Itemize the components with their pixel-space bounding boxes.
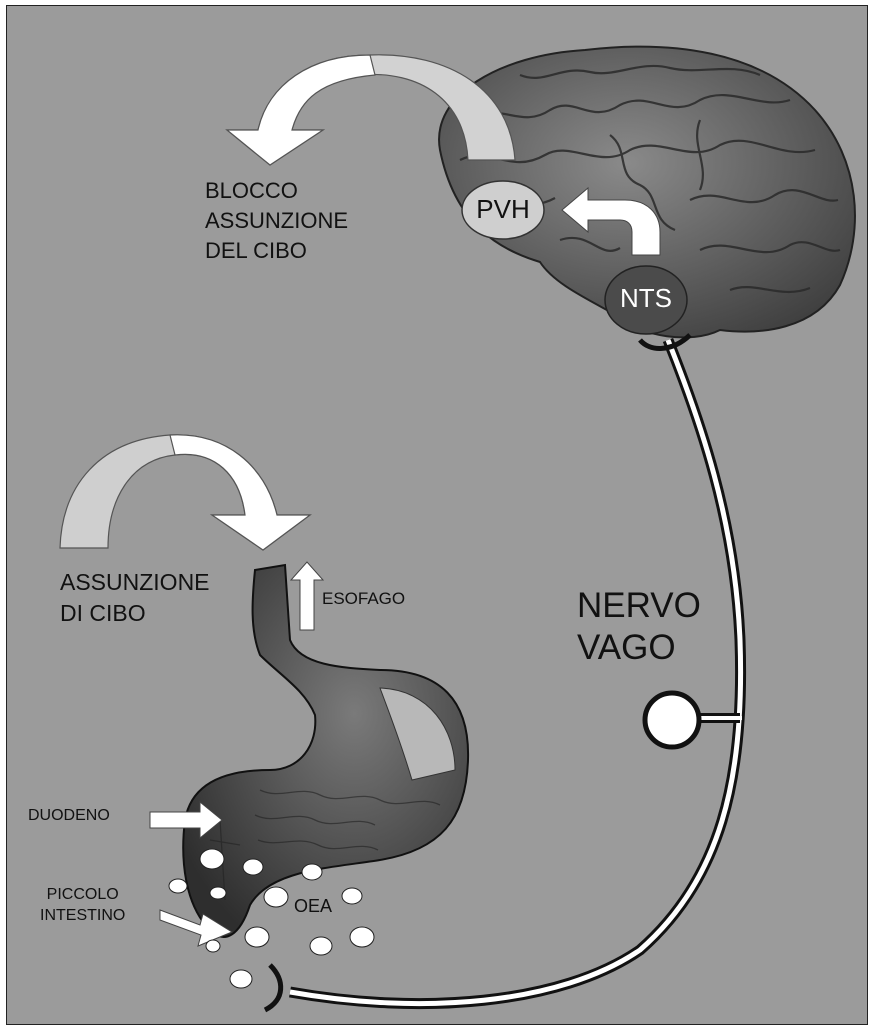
blocco-arrow <box>227 55 515 165</box>
nts-label: NTS <box>606 283 686 314</box>
oea-label: OEA <box>294 896 332 918</box>
vagus-ganglion <box>645 693 699 747</box>
nervo-vago-label: NERVO VAGO <box>577 585 701 669</box>
pvh-label: PVH <box>462 194 544 225</box>
piccolo-intestino-label: PICCOLO INTESTINO <box>40 884 125 926</box>
assunzione-cibo-label: ASSUNZIONE DI CIBO <box>60 567 210 629</box>
assunzione-arrow <box>60 435 310 550</box>
stomach-illustration <box>183 565 468 937</box>
esofago-label: ESOFAGO <box>322 589 405 609</box>
esofago-arrow <box>291 562 323 630</box>
blocco-assunzione-label: BLOCCO ASSUNZIONE DEL CIBO <box>205 176 348 266</box>
duodeno-label: DUODENO <box>28 806 110 825</box>
